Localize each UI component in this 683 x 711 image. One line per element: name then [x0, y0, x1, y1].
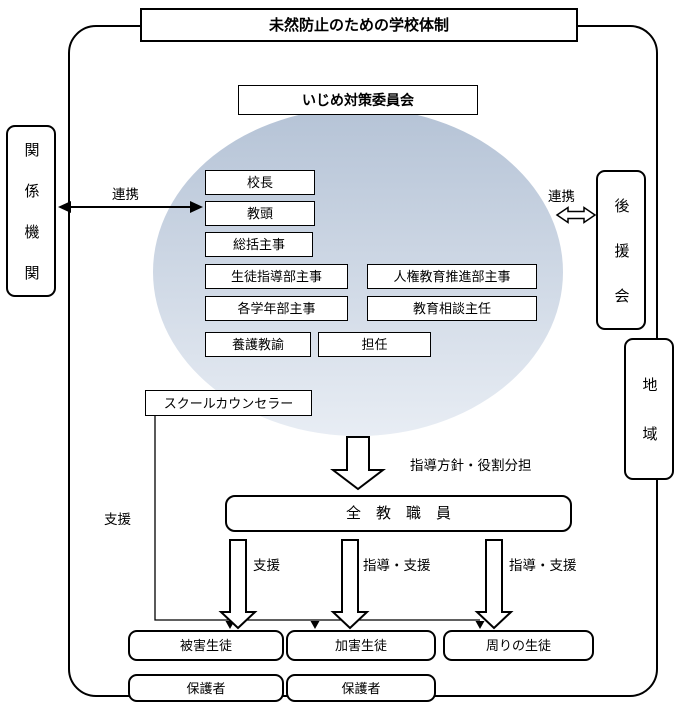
counselor-arrowhead-aggressor [310, 621, 320, 629]
counselor-arrowhead-bystander [475, 621, 485, 629]
support-flow-arrow-aggressor [330, 539, 370, 630]
flow-label-support: 支援 [253, 558, 280, 573]
counselor-support-line [154, 416, 480, 621]
cooperation-label-left: 連携 [112, 187, 139, 202]
cooperation-arrow-left [58, 201, 203, 213]
flow-label-guidance-support-1: 指導・支援 [363, 558, 431, 573]
page-title: 未然防止のための学校体制 [140, 8, 578, 42]
guardians-box-aggressor: 保護者 [286, 674, 436, 702]
related-organizations-box: 関係機関 [6, 125, 56, 306]
community-box: 地域 [624, 338, 674, 480]
member-box-principal: 校長 [205, 170, 315, 195]
support-association-box: 後援会 [596, 170, 646, 333]
all-staff-box: 全 教 職 員 [225, 495, 572, 532]
policy-flow-arrow [330, 436, 386, 491]
member-box-general-supervisor: 総括主事 [205, 232, 313, 257]
member-box-student-guidance-head: 生徒指導部主事 [205, 264, 348, 289]
member-box-vice-principal: 教頭 [205, 201, 315, 226]
member-box-human-rights-head: 人権教育推進部主事 [367, 264, 537, 289]
committee-title-box: いじめ対策委員会 [238, 85, 478, 115]
cooperation-arrow-right [555, 206, 597, 224]
member-box-counseling-chief: 教育相談主任 [367, 296, 537, 321]
flow-label-guidance-support-2: 指導・支援 [509, 558, 577, 573]
victim-students-box: 被害生徒 [128, 630, 284, 661]
member-box-school-nurse: 養護教諭 [205, 332, 311, 357]
support-flow-arrow-bystander [474, 539, 514, 630]
counselor-support-label: 支援 [104, 512, 131, 527]
cooperation-label-right: 連携 [548, 189, 575, 204]
member-box-homeroom-teacher: 担任 [318, 332, 431, 357]
member-box-grade-heads: 各学年部主事 [205, 296, 348, 321]
support-flow-arrow-victim [218, 539, 258, 630]
aggressor-students-box: 加害生徒 [286, 630, 436, 661]
school-counselor-box: スクールカウンセラー [145, 390, 312, 416]
surrounding-students-box: 周りの生徒 [443, 630, 594, 661]
guardians-box-victim: 保護者 [128, 674, 284, 702]
policy-role-label: 指導方針・役割分担 [410, 458, 532, 473]
